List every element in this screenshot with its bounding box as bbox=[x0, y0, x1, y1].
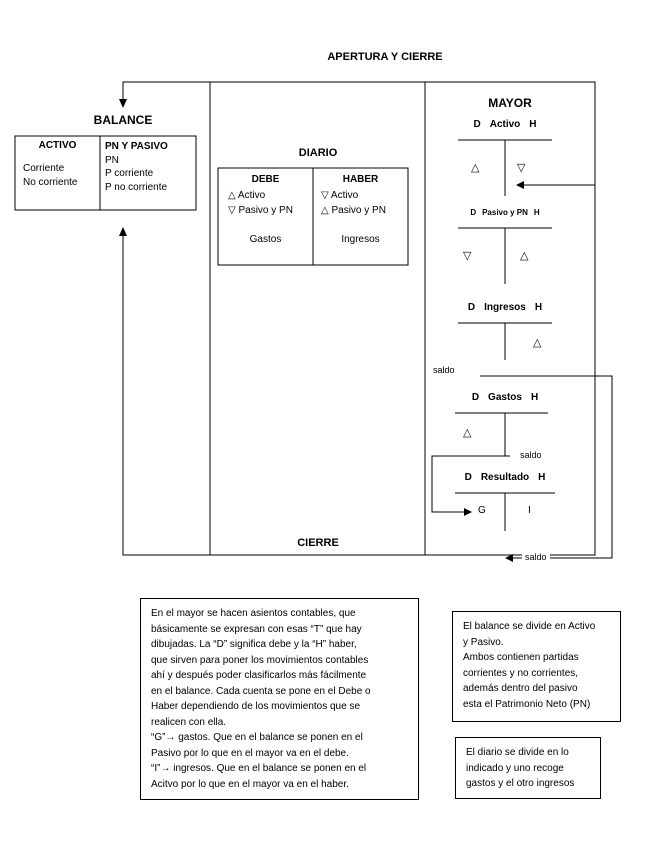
arrowhead-bottom-saldo bbox=[505, 554, 513, 562]
triangle-up-icon: △ bbox=[533, 337, 542, 349]
ingresos-saldo-label: saldo bbox=[433, 365, 455, 375]
haber-header: HABER bbox=[342, 174, 379, 185]
t-account-pasivo-label: D Pasivo y PN H bbox=[448, 208, 562, 218]
main-box-outline bbox=[209, 81, 596, 556]
cierre-connector-line bbox=[122, 236, 210, 556]
balance-title: BALANCE bbox=[93, 113, 153, 127]
mayor-note-box: En el mayor se hacen asientos contables,… bbox=[140, 598, 419, 800]
triangle-up-icon: △ bbox=[471, 162, 480, 174]
mayor-title: MAYOR bbox=[488, 96, 532, 110]
debe-item: △ Activo bbox=[228, 190, 266, 201]
debe-item: ▽ Pasivo y PN bbox=[228, 205, 293, 216]
balance-note-box: El balance se divide en Activo y Pasivo.… bbox=[452, 611, 621, 722]
triangle-up-icon: △ bbox=[520, 250, 529, 262]
credit-letter: H bbox=[530, 392, 539, 403]
credit-letter: H bbox=[529, 119, 537, 130]
account-name: Resultado bbox=[480, 472, 530, 483]
debit-letter: D bbox=[471, 392, 480, 403]
arrowhead-to-balance bbox=[119, 99, 127, 108]
triangle-down-icon: ▽ bbox=[463, 250, 472, 262]
balance-activo-item: Corriente bbox=[23, 163, 65, 174]
debit-letter: D bbox=[473, 119, 481, 130]
cierre-title: CIERRE bbox=[297, 537, 339, 549]
arrowhead-into-activo bbox=[516, 181, 524, 189]
balance-pasivo-item: P no corriente bbox=[105, 182, 168, 193]
diario-title: DIARIO bbox=[298, 147, 338, 159]
balance-pasivo-item: P corriente bbox=[105, 168, 154, 179]
account-name: Gastos bbox=[488, 392, 522, 403]
bottom-saldo-label: saldo bbox=[522, 552, 550, 563]
t-account-pasivo-lines bbox=[458, 227, 552, 284]
triangle-up-icon: △ bbox=[463, 427, 472, 439]
haber-item: △ Pasivo y PN bbox=[321, 205, 386, 216]
account-name: Activo bbox=[489, 119, 521, 130]
account-name: Ingresos bbox=[484, 302, 526, 313]
balance-pasivo-item: PN bbox=[105, 155, 119, 166]
page-title: APERTURA Y CIERRE bbox=[327, 51, 443, 63]
t-account-activo-lines bbox=[458, 139, 595, 196]
diario-note-box: El diario se divide en lo indicado y uno… bbox=[455, 737, 601, 799]
t-account-resultado-lines bbox=[455, 492, 555, 531]
balance-activo-item: No corriente bbox=[23, 177, 78, 188]
t-account-gastos-lines bbox=[431, 412, 548, 513]
t-account-ingresos-label: D Ingresos H bbox=[450, 302, 560, 314]
debit-letter: D bbox=[467, 302, 476, 313]
t-account-gastos-label: D Gastos H bbox=[450, 392, 560, 404]
debit-letter: D bbox=[464, 472, 472, 483]
t-account-activo-label: D Activo H bbox=[450, 119, 560, 131]
gastos-saldo-label: saldo bbox=[520, 450, 542, 460]
haber-item: ▽ Activo bbox=[321, 190, 359, 201]
balance-box-outline bbox=[14, 135, 197, 211]
debit-letter: D bbox=[470, 208, 477, 217]
arrowhead-to-balance-box bbox=[119, 227, 127, 236]
t-account-ingresos-lines bbox=[458, 322, 613, 559]
debe-header: DEBE bbox=[251, 174, 280, 185]
resultado-gastos-letter: G bbox=[478, 505, 486, 516]
account-name: Pasivo y PN bbox=[482, 208, 528, 217]
haber-footer-ingresos: Ingresos bbox=[341, 234, 380, 245]
balance-activo-header: ACTIVO bbox=[38, 140, 77, 151]
balance-pasivo-header: PN Y PASIVO bbox=[105, 141, 168, 152]
t-account-resultado-label: D Resultado H bbox=[450, 472, 560, 484]
triangle-down-icon: ▽ bbox=[517, 162, 526, 174]
resultado-ingresos-letter: I bbox=[528, 505, 531, 516]
diario-box-outline bbox=[217, 167, 409, 266]
debe-footer-gastos: Gastos bbox=[249, 234, 282, 245]
credit-letter: H bbox=[538, 472, 546, 483]
arrowhead-into-g bbox=[464, 508, 472, 516]
apertura-connector-line bbox=[122, 81, 210, 100]
credit-letter: H bbox=[533, 208, 540, 217]
credit-letter: H bbox=[534, 302, 543, 313]
